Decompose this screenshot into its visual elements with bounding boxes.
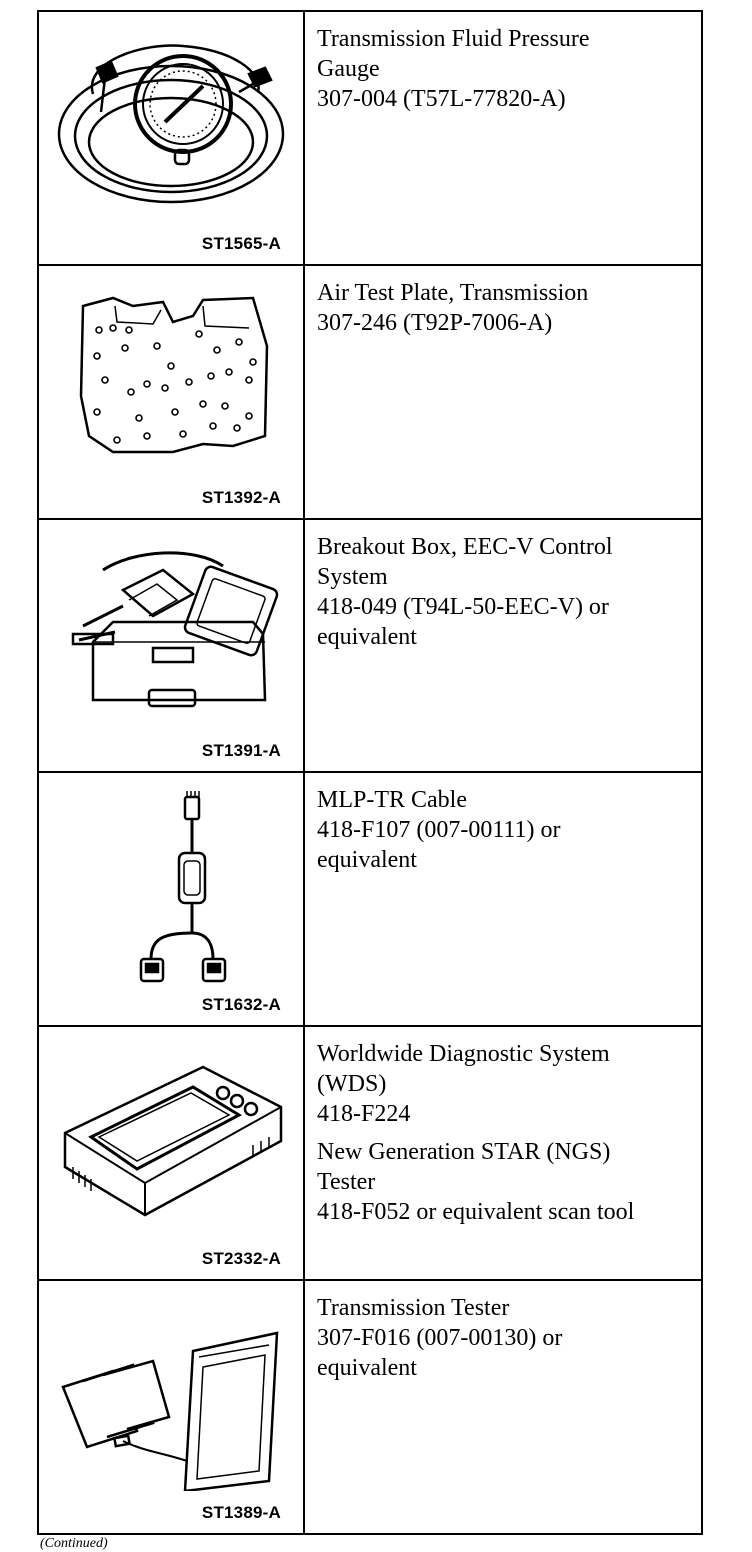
tool-number-line: 307-004 (T57L-77820-A) [317,86,566,112]
tool-row-transmission-tester: ST1389-A Transmission Tester 307-F016 (0… [39,1281,701,1533]
tool-name-line: Worldwide Diagnostic System [317,1041,610,1068]
tool-entry: Worldwide Diagnostic System (WDS) 418-F2… [317,1039,691,1129]
tool-name-line: Breakout Box, EEC-V Control [317,533,613,560]
tool-row-breakout-box: ST1391-A Breakout Box, EEC-V Control Sys… [39,519,701,774]
transmission-tester-icon [61,1331,279,1492]
tool-illustration-cell: ST1391-A [39,519,305,772]
figure-code: ST1391-A [201,741,281,761]
tool-description: Breakout Box, EEC-V Control System 418-0… [305,520,701,772]
continued-note: (Continued) [40,1536,108,1551]
tool-number-line: 418-F052 or equivalent scan tool [317,1199,635,1226]
test-plate-icon [79,296,269,454]
tool-number-line: equivalent [317,847,417,874]
tool-description: MLP-TR Cable 418-F107 (007-00111) or equ… [305,773,701,1025]
tool-description: Air Test Plate, Transmission 307-246 (T9… [305,266,701,518]
tool-name-line: Gauge [317,56,380,82]
tool-entry: New Generation STAR (NGS) Tester 418-F05… [317,1137,691,1227]
tool-row-mlp-tr-cable: ST1632-A MLP-TR Cable 418-F107 (007-0011… [39,773,701,1028]
tool-entry: Transmission Tester 307-F016 (007-00130)… [317,1293,691,1383]
tool-name-line: Tester [317,1169,376,1196]
tool-entry: MLP-TR Cable 418-F107 (007-00111) or equ… [317,785,691,875]
tool-illustration-cell: ST1389-A [39,1281,305,1533]
tool-entry: Breakout Box, EEC-V Control System 418-0… [317,532,691,652]
tool-entry: Air Test Plate, Transmission 307-246 (T9… [317,278,691,338]
special-tools-table: ST1565-A Transmission Fluid Pressure Gau… [37,10,703,1535]
tool-name-line: MLP-TR Cable [317,787,467,814]
tool-number-line: 418-F107 (007-00111) or [317,817,561,844]
tool-entry: Transmission Fluid Pressure Gauge 307-00… [317,24,691,114]
figure-code: ST1632-A [201,995,281,1015]
tool-number-line: 307-246 (T92P-7006-A) [317,309,553,336]
figure-code: ST2332-A [201,1249,281,1269]
pressure-gauge-icon [57,44,285,204]
tool-description: Worldwide Diagnostic System (WDS) 418-F2… [305,1027,701,1279]
figure-code: ST1389-A [201,1502,281,1522]
tool-description: Transmission Tester 307-F016 (007-00130)… [305,1281,701,1533]
tool-number-line: 418-049 (T94L-50-EEC-V) or [317,593,609,620]
tool-name-line: Transmission Tester [317,1295,510,1322]
tool-illustration-cell: ST1632-A [39,773,305,1026]
cable-icon [139,791,227,983]
tool-name-line: System [317,563,388,590]
tool-illustration-cell: ST1392-A [39,265,305,518]
tool-name-line: (WDS) [317,1071,387,1098]
tool-illustration-cell: ST2332-A [39,1027,305,1280]
diagnostic-tester-icon [63,1065,283,1217]
tool-number-line: equivalent [317,623,417,650]
tool-number-line: 418-F224 [317,1101,411,1128]
tool-number-line: equivalent [317,1355,417,1382]
tool-description: Transmission Fluid Pressure Gauge 307-00… [305,12,701,264]
tool-name-line: Air Test Plate, Transmission [317,279,589,306]
breakout-box-icon [71,551,279,707]
figure-code: ST1565-A [201,233,281,253]
tool-name-line: New Generation STAR (NGS) [317,1139,611,1166]
tool-illustration-cell: ST1565-A [39,12,305,264]
tool-name-line: Transmission Fluid Pressure [317,26,590,52]
tool-row-pressure-gauge: ST1565-A Transmission Fluid Pressure Gau… [39,12,701,266]
tool-number-line: 307-F016 (007-00130) or [317,1325,563,1352]
figure-code: ST1392-A [201,487,281,507]
tool-row-air-test-plate: ST1392-A Air Test Plate, Transmission 30… [39,265,701,520]
tool-row-wds-ngs: ST2332-A Worldwide Diagnostic System (WD… [39,1027,701,1282]
